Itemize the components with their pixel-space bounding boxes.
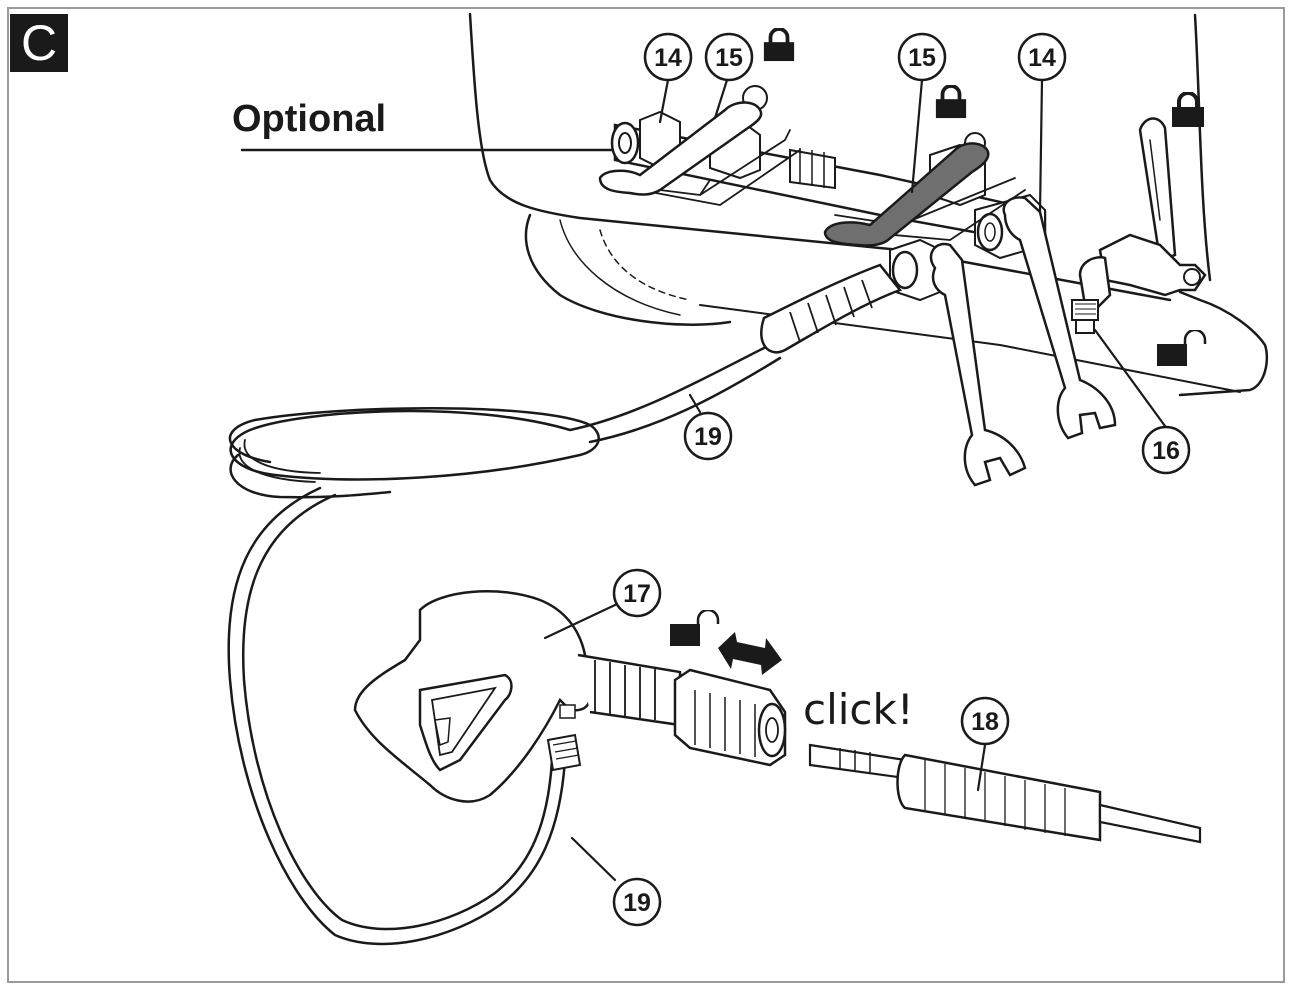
callout-15-left: 15 xyxy=(704,32,754,82)
callout-15-right: 15 xyxy=(897,32,947,82)
spray-gun-17 xyxy=(353,590,787,803)
panel-label: C xyxy=(10,14,68,72)
callout-14-right: 14 xyxy=(1017,32,1067,82)
wrench-left xyxy=(929,242,1027,487)
click-label: click! xyxy=(803,685,914,734)
svg-text:16: 16 xyxy=(1152,437,1180,465)
svg-text:17: 17 xyxy=(623,580,651,608)
outlet-manifold xyxy=(610,85,1047,302)
panel-label-text: C xyxy=(21,15,57,71)
svg-text:19: 19 xyxy=(623,889,651,917)
lance-18 xyxy=(808,743,1202,844)
wrench-right xyxy=(1002,196,1117,440)
callout-17: 17 xyxy=(612,568,662,618)
valve-lever-left xyxy=(598,101,763,196)
svg-text:15: 15 xyxy=(715,44,743,72)
double-arrow-icon xyxy=(718,632,782,675)
callout-19-top: 19 xyxy=(683,411,733,461)
callout-19-bottom: 19 xyxy=(612,877,662,927)
valve-lever-highlighted xyxy=(823,142,990,247)
callout-18: 18 xyxy=(960,696,1010,746)
svg-text:15: 15 xyxy=(908,44,936,72)
leader-lines xyxy=(543,78,1167,882)
svg-text:14: 14 xyxy=(654,44,682,72)
hose-19 xyxy=(227,263,903,946)
optional-label: Optional xyxy=(232,98,386,140)
callout-14-left: 14 xyxy=(643,32,693,82)
callout-16: 16 xyxy=(1141,425,1191,475)
svg-text:19: 19 xyxy=(694,423,722,451)
svg-text:14: 14 xyxy=(1028,44,1056,72)
valve-16 xyxy=(1071,117,1207,334)
machine-body xyxy=(468,12,1269,397)
svg-text:18: 18 xyxy=(971,708,999,736)
